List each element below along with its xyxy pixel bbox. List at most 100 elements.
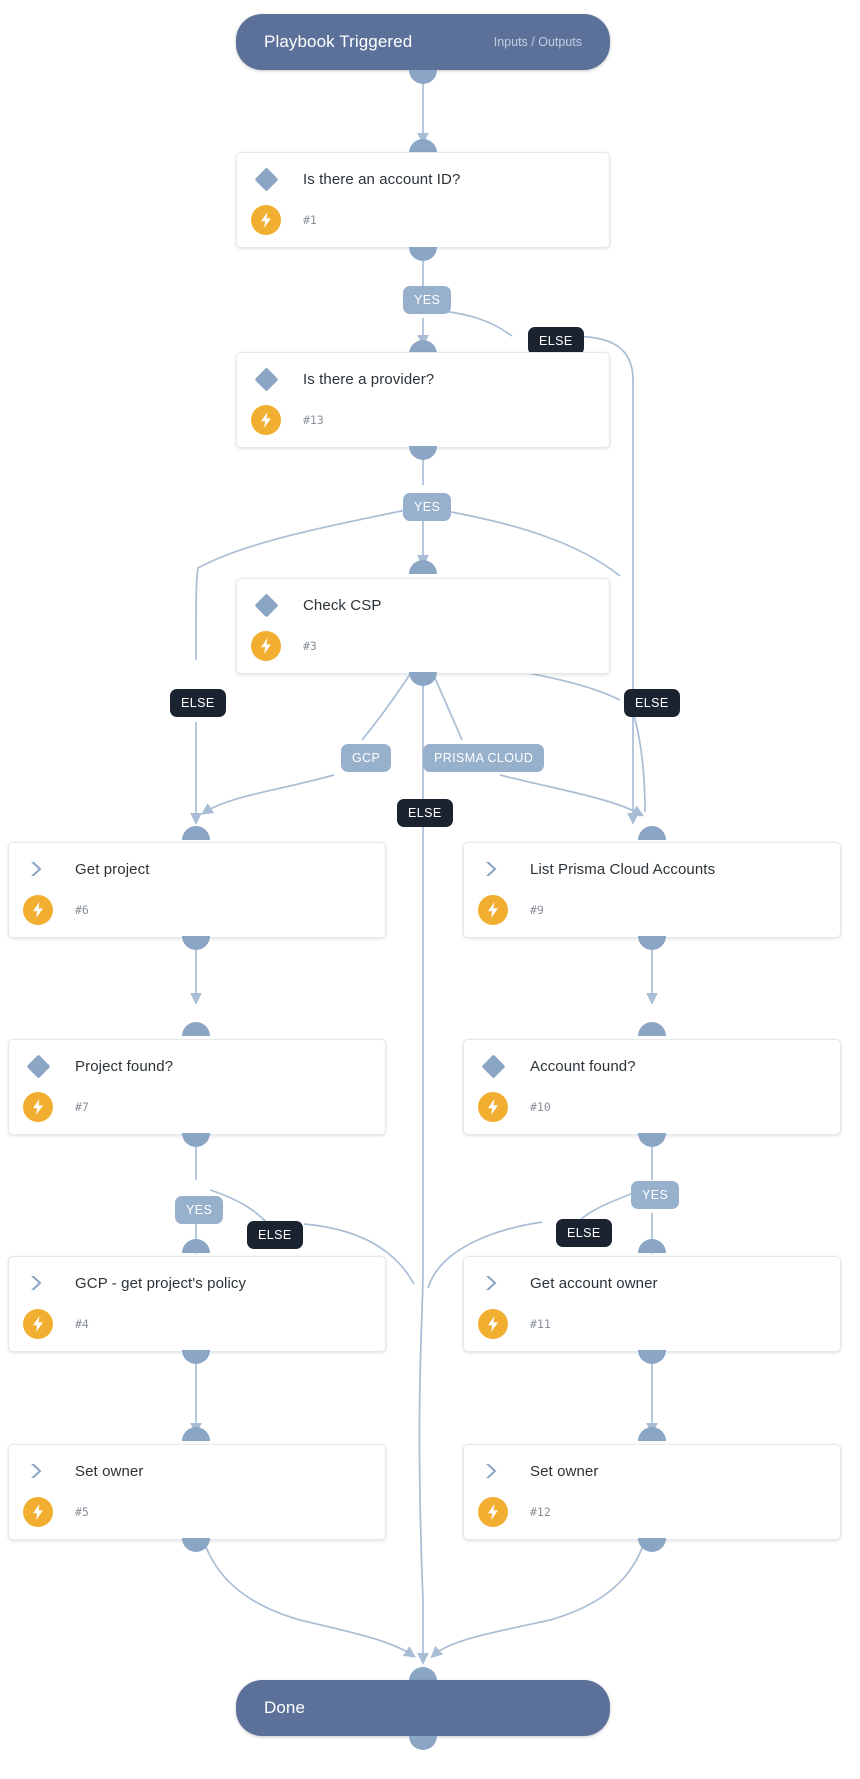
start-node[interactable]: Playbook Triggered Inputs / Outputs [236, 14, 610, 70]
edge-label-else-1[interactable]: ELSE [528, 327, 584, 355]
node-12-card[interactable]: Set owner #12 [463, 1444, 841, 1540]
node-1-top-handle[interactable] [409, 139, 437, 153]
node-13-meta-row: #13 [237, 397, 609, 443]
node-3-title: Check CSP [303, 596, 382, 614]
node-6-bottom-handle[interactable] [182, 936, 210, 950]
edge-label-else-3[interactable]: ELSE [624, 689, 680, 717]
node-11-title: Get account owner [530, 1274, 658, 1292]
node-11-bottom-handle[interactable] [638, 1350, 666, 1364]
node-3-meta-row: #3 [237, 623, 609, 669]
node-9-number: #9 [530, 903, 544, 917]
node-9-bottom-handle[interactable] [638, 936, 666, 950]
node-11-meta-row: #11 [464, 1301, 840, 1347]
diamond-icon [23, 1051, 53, 1081]
node-5-number: #5 [75, 1505, 89, 1519]
edge-label-text: GCP [352, 751, 381, 765]
node-7-title-row: Project found? [9, 1040, 385, 1084]
edge-label-else-4[interactable]: ELSE [397, 799, 453, 827]
node-5-title-row: Set owner [9, 1445, 385, 1489]
lightning-bolt-icon [251, 205, 281, 235]
chevron-right-icon [23, 854, 53, 884]
edge-label-else-2[interactable]: ELSE [170, 689, 226, 717]
chevron-right-icon [478, 1268, 508, 1298]
edge-label-text: YES [414, 293, 441, 307]
lightning-bolt-icon [251, 405, 281, 435]
node-3-bottom-handle[interactable] [409, 672, 437, 686]
node-12-bottom-handle[interactable] [638, 1538, 666, 1552]
edge-label-text: YES [642, 1188, 669, 1202]
chevron-right-icon [23, 1268, 53, 1298]
edge-label-yes-3[interactable]: YES [175, 1196, 224, 1224]
node-5-card[interactable]: Set owner #5 [8, 1444, 386, 1540]
node-10-top-handle[interactable] [638, 1022, 666, 1036]
node-10-number: #10 [530, 1100, 551, 1114]
node-7-meta-row: #7 [9, 1084, 385, 1130]
done-node-bottom-handle[interactable] [409, 1736, 437, 1750]
node-4-top-handle[interactable] [182, 1239, 210, 1253]
node-13-bottom-handle[interactable] [409, 446, 437, 460]
node-1-bottom-handle[interactable] [409, 247, 437, 261]
node-13-card[interactable]: Is there a provider? #13 [236, 352, 610, 448]
edge-label-gcp[interactable]: GCP [341, 744, 392, 772]
node-13-number: #13 [303, 413, 324, 427]
node-7-top-handle[interactable] [182, 1022, 210, 1036]
diamond-icon [251, 590, 281, 620]
edge-label-text: ELSE [567, 1226, 601, 1240]
edge-label-yes-1[interactable]: YES [403, 286, 452, 314]
node-13-top-handle[interactable] [409, 340, 437, 354]
edge-label-else-6[interactable]: ELSE [556, 1219, 612, 1247]
edge-label-text: ELSE [258, 1228, 292, 1242]
node-12-number: #12 [530, 1505, 551, 1519]
node-11-card[interactable]: Get account owner #11 [463, 1256, 841, 1352]
node-12-title: Set owner [530, 1462, 599, 1480]
node-6-number: #6 [75, 903, 89, 917]
done-node[interactable]: Done [236, 1680, 610, 1736]
node-11-top-handle[interactable] [638, 1239, 666, 1253]
node-9-meta-row: #9 [464, 887, 840, 933]
node-5-bottom-handle[interactable] [182, 1538, 210, 1552]
node-10-card[interactable]: Account found? #10 [463, 1039, 841, 1135]
node-1-card[interactable]: Is there an account ID? #1 [236, 152, 610, 248]
node-1-number: #1 [303, 213, 317, 227]
node-10-bottom-handle[interactable] [638, 1133, 666, 1147]
node-4-card[interactable]: GCP - get project's policy #4 [8, 1256, 386, 1352]
node-4-bottom-handle[interactable] [182, 1350, 210, 1364]
node-10-meta-row: #10 [464, 1084, 840, 1130]
start-node-bottom-handle[interactable] [409, 70, 437, 84]
edge-label-text: PRISMA CLOUD [434, 751, 534, 765]
node-6-meta-row: #6 [9, 887, 385, 933]
node-7-card[interactable]: Project found? #7 [8, 1039, 386, 1135]
lightning-bolt-icon [478, 1092, 508, 1122]
node-5-top-handle[interactable] [182, 1427, 210, 1441]
lightning-bolt-icon [23, 1497, 53, 1527]
edge-label-text: YES [414, 500, 441, 514]
node-12-title-row: Set owner [464, 1445, 840, 1489]
edge-label-prisma-cloud[interactable]: PRISMA CLOUD [423, 744, 545, 772]
node-9-title-row: List Prisma Cloud Accounts [464, 843, 840, 887]
node-9-top-handle[interactable] [638, 826, 666, 840]
node-10-title: Account found? [530, 1057, 636, 1075]
node-6-title: Get project [75, 860, 150, 878]
lightning-bolt-icon [23, 895, 53, 925]
node-12-top-handle[interactable] [638, 1427, 666, 1441]
node-4-meta-row: #4 [9, 1301, 385, 1347]
edge-label-else-5[interactable]: ELSE [247, 1221, 303, 1249]
node-6-card[interactable]: Get project #6 [8, 842, 386, 938]
node-9-card[interactable]: List Prisma Cloud Accounts #9 [463, 842, 841, 938]
node-1-meta-row: #1 [237, 197, 609, 243]
node-7-bottom-handle[interactable] [182, 1133, 210, 1147]
node-6-top-handle[interactable] [182, 826, 210, 840]
node-3-card[interactable]: Check CSP #3 [236, 578, 610, 674]
node-7-number: #7 [75, 1100, 89, 1114]
start-node-title: Playbook Triggered [264, 32, 413, 51]
diamond-icon [251, 364, 281, 394]
node-9-title: List Prisma Cloud Accounts [530, 860, 716, 878]
edge-label-yes-2[interactable]: YES [403, 493, 452, 521]
done-node-top-handle[interactable] [409, 1667, 437, 1681]
edge-label-yes-4[interactable]: YES [631, 1181, 680, 1209]
node-11-title-row: Get account owner [464, 1257, 840, 1301]
edge-label-text: ELSE [408, 806, 442, 820]
chevron-right-icon [478, 1456, 508, 1486]
node-3-top-handle[interactable] [409, 560, 437, 574]
